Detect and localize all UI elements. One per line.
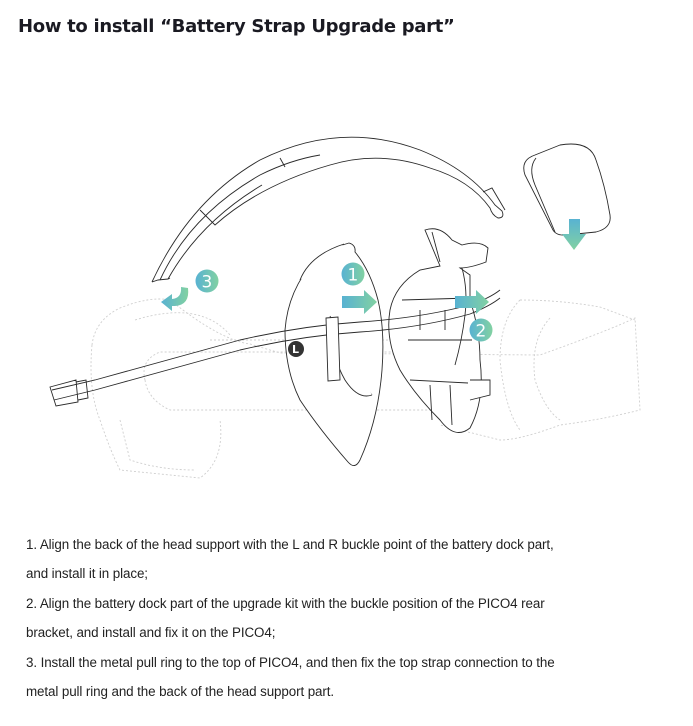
instruction-line: metal pull ring and the back of the head…	[26, 684, 334, 700]
instruction-line: bracket, and install and fix it on the P…	[26, 625, 276, 641]
step-2-badge	[469, 318, 493, 342]
alignment-guides	[300, 282, 535, 414]
step-3-indicator: 3	[161, 269, 219, 311]
instruction-line: and install it in place;	[26, 566, 148, 582]
step-1-badge-label: 1	[348, 266, 359, 286]
step-1-indicator: 1	[341, 262, 377, 314]
instruction-line: 1. Align the back of the head support wi…	[26, 537, 554, 552]
left-side-marker: L	[288, 341, 304, 357]
cable-clip	[325, 316, 341, 382]
right-arrow-icon	[455, 290, 489, 314]
instruction-line: 3. Install the metal pull ring to the to…	[26, 654, 555, 670]
right-arrow-icon	[342, 290, 377, 314]
top-strap	[151, 136, 506, 283]
step-3-badge-label: 3	[202, 273, 213, 293]
left-side-marker-label: L	[292, 343, 299, 356]
battery-pack	[523, 143, 611, 236]
curved-arrow-icon	[161, 287, 189, 311]
step-2-badge-label: 2	[476, 322, 487, 342]
step-3-badge	[195, 269, 219, 293]
page-title: How to install “Battery Strap Upgrade pa…	[18, 16, 455, 37]
down-arrow-icon	[562, 219, 586, 250]
instruction-line: 2. Align the battery dock part of the up…	[26, 595, 545, 611]
installation-diagram: L 1 2 3	[49, 136, 641, 479]
step-1-badge	[341, 262, 365, 286]
instruction-steps: 1. Align the back of the head support wi…	[26, 530, 676, 706]
step-2-indicator: 2	[455, 290, 493, 342]
